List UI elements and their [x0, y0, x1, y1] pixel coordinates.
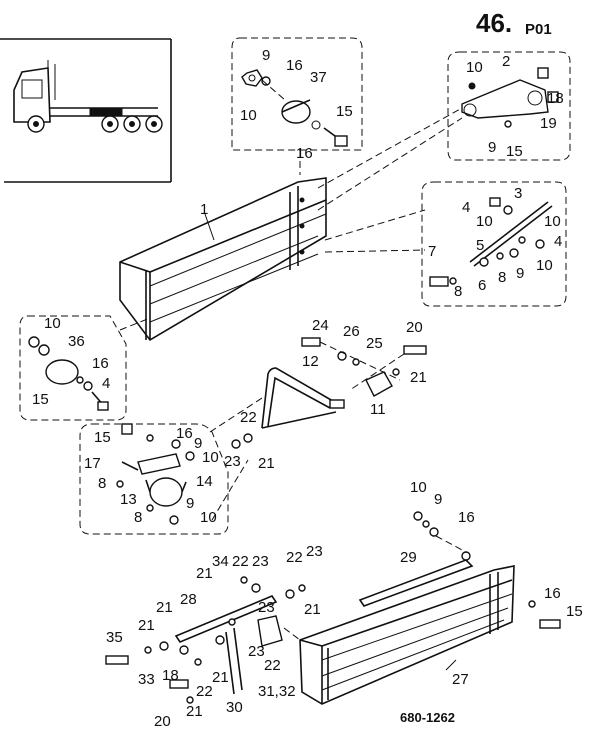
inset-rod: [421, 181, 567, 307]
lower-side-panel: [299, 511, 561, 705]
callout: 10: [466, 59, 483, 76]
callout: 19: [540, 115, 557, 132]
callout: 21: [212, 669, 229, 686]
callout: 16: [544, 585, 561, 602]
callout: 1: [200, 201, 208, 218]
callout: 37: [310, 69, 327, 86]
callout: 20: [154, 713, 171, 730]
callout: 17: [84, 455, 101, 472]
callout: 9: [194, 435, 202, 452]
callout: 36: [68, 333, 85, 350]
callout: 21: [304, 601, 321, 618]
callout: 21: [156, 599, 173, 616]
callout: 21: [186, 703, 203, 720]
callout: 15: [506, 143, 523, 160]
callout: 8: [498, 269, 506, 286]
callout: 31,32: [258, 683, 296, 700]
callout: 33: [138, 671, 155, 688]
callout: 15: [94, 429, 111, 446]
callout: 10: [544, 213, 561, 230]
callout: 22: [196, 683, 213, 700]
drawing-code: 680-1262: [400, 710, 455, 725]
callout: 3: [514, 185, 522, 202]
callout: 22: [240, 409, 257, 426]
callout: 23: [248, 643, 265, 660]
callout: 18: [547, 90, 564, 107]
callout: 16: [286, 57, 303, 74]
callout: 18: [162, 667, 179, 684]
callout: 21: [410, 369, 427, 386]
callout: 16: [176, 425, 193, 442]
upper-side-panel: [119, 177, 327, 342]
callout: 10: [200, 509, 217, 526]
callout: 10: [410, 479, 427, 496]
inset-left-bolt: [19, 315, 127, 421]
callout: 5: [476, 237, 484, 254]
callout: 21: [196, 565, 213, 582]
callout: 34: [212, 553, 229, 570]
callout: 10: [202, 449, 219, 466]
support-arm: [231, 337, 427, 449]
callout: 16: [92, 355, 109, 372]
callout: 11: [370, 401, 386, 418]
callout: 26: [343, 323, 360, 340]
callout: 9: [488, 139, 496, 156]
callout: 9: [434, 491, 442, 508]
callout: 9: [516, 265, 524, 282]
callout: 7: [428, 243, 436, 260]
callout: 15: [566, 603, 583, 620]
callout: 23: [224, 453, 241, 470]
callout: 20: [406, 319, 423, 336]
callout: 15: [336, 103, 353, 120]
callout: 22: [286, 549, 303, 566]
callout: 6: [478, 277, 486, 294]
callout: 8: [98, 475, 106, 492]
callout: 4: [554, 233, 562, 250]
callout: 23: [306, 543, 323, 560]
truck-thumbnail: [0, 38, 172, 183]
callout: 24: [312, 317, 329, 334]
inset-bracket: [447, 51, 571, 161]
callout: 28: [180, 591, 197, 608]
page-number: 46.: [476, 8, 512, 38]
lower-left-bracket: [105, 576, 306, 704]
inset-top-bolt: [231, 37, 363, 175]
callout: 10: [240, 107, 257, 124]
callout: 8: [134, 509, 142, 526]
callout: 25: [366, 335, 383, 352]
callout: 16: [458, 509, 475, 526]
callout: 12: [302, 353, 319, 370]
callout: 30: [226, 699, 243, 716]
callout: 9: [186, 495, 194, 512]
callout: 35: [106, 629, 123, 646]
callout: 29: [400, 549, 417, 566]
callout: 22: [232, 553, 249, 570]
callout: 9: [262, 47, 270, 64]
callout: 4: [462, 199, 470, 216]
callout: 21: [138, 617, 155, 634]
callout: 4: [102, 375, 110, 392]
callout: 2: [502, 53, 510, 70]
callout: 15: [32, 391, 49, 408]
callout: 14: [196, 473, 213, 490]
callout: 16: [296, 145, 313, 162]
callout: 8: [454, 283, 462, 300]
callout: 10: [44, 315, 61, 332]
inset-clamp: [79, 397, 263, 535]
callout: 21: [258, 455, 275, 472]
callout: 13: [120, 491, 137, 508]
callout: 22: [264, 657, 281, 674]
callout: 23: [252, 553, 269, 570]
callout: 23: [258, 599, 275, 616]
callout: 10: [536, 257, 553, 274]
callout: 27: [452, 671, 469, 688]
callout: 10: [476, 213, 493, 230]
page-suffix: P01: [525, 21, 552, 38]
